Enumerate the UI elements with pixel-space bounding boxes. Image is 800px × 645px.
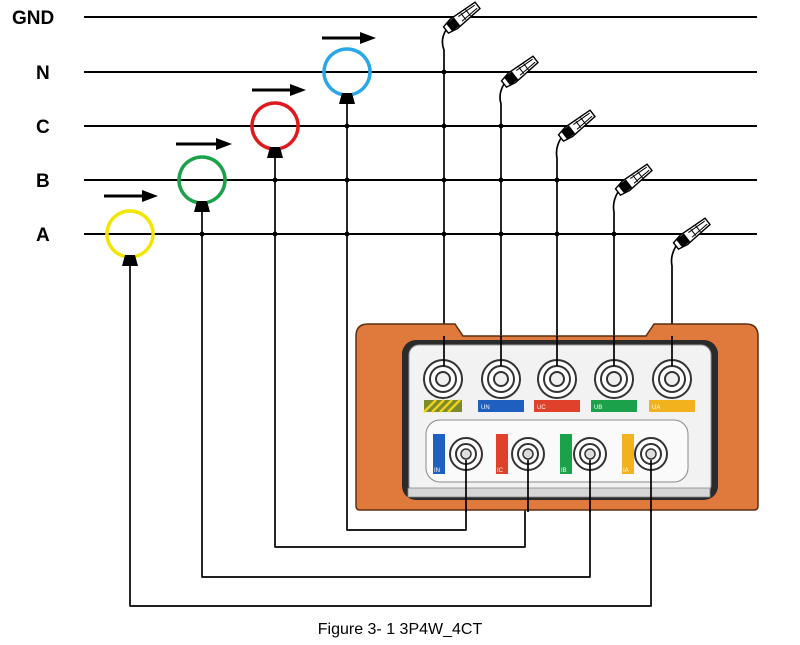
voltage-port-label: UA: [652, 405, 660, 411]
current-port-in: IN: [433, 434, 483, 474]
wire-clamp-a-to-ia: [129, 262, 652, 607]
current-port-ib: IB: [560, 434, 607, 474]
wire-ua-lead: [670, 245, 677, 360]
arrow-right-icon: [176, 138, 232, 150]
alligator-clip-icon: [557, 109, 596, 143]
arrow-right-icon: [104, 190, 158, 202]
current-direction-arrows: [104, 32, 376, 202]
voltage-port-ub: UB: [591, 359, 637, 412]
bus-label-gnd: GND: [12, 8, 54, 29]
device-base-strip: [407, 487, 711, 498]
voltage-port-label: UN: [481, 405, 490, 411]
voltage-port-ua: UA: [649, 359, 695, 412]
alligator-clip-icon: [500, 55, 539, 89]
port-lead-ends: [443, 336, 673, 512]
bus-label-b: B: [36, 171, 50, 192]
analyzer-device: UN UC UB UA IN: [355, 323, 759, 511]
bus-label-a: A: [36, 225, 50, 246]
current-port-ic: IC: [496, 434, 545, 474]
bus-label-c: C: [36, 117, 50, 138]
wire-clamp-b-to-ib: [201, 208, 591, 578]
figure-caption: Figure 3- 1 3P4W_4CT: [318, 621, 483, 638]
voltage-port-label: UB: [594, 405, 602, 411]
clamp-b: [177, 155, 227, 212]
alligator-clip-icon: [672, 217, 711, 251]
current-port-label: IA: [623, 468, 629, 474]
arrow-right-icon: [252, 84, 306, 96]
current-port-label: IN: [434, 468, 440, 474]
clamp-n: [322, 47, 372, 104]
alligator-clip-icon: [614, 163, 653, 197]
voltage-wires: [441, 29, 677, 360]
clamp-c: [250, 101, 300, 158]
wire-ub-lead: [612, 191, 619, 360]
bus-lines: [84, 16, 757, 235]
bus-labels: GND N C B A: [12, 8, 54, 246]
wire-crossings: [199, 69, 617, 237]
current-port-ia: IA: [622, 434, 668, 474]
current-clamps: [105, 47, 372, 266]
wire-un-lead: [499, 83, 505, 360]
arrow-right-icon: [322, 32, 376, 44]
alligator-clip-icon: [442, 1, 481, 35]
current-port-label: IB: [561, 468, 567, 474]
wire-clamp-c-to-ic: [274, 154, 526, 548]
clamp-a: [105, 209, 155, 266]
voltage-clips: [442, 1, 711, 251]
voltage-port-un: UN: [478, 359, 524, 412]
bus-label-n: N: [36, 63, 50, 84]
voltage-port-uc: UC: [534, 359, 580, 412]
voltage-port-label: UC: [537, 405, 546, 411]
wire-uc-lead: [555, 137, 562, 360]
voltage-port-gnd: [423, 359, 463, 413]
current-port-label: IC: [497, 468, 504, 474]
wire-gnd-lead: [441, 29, 447, 360]
